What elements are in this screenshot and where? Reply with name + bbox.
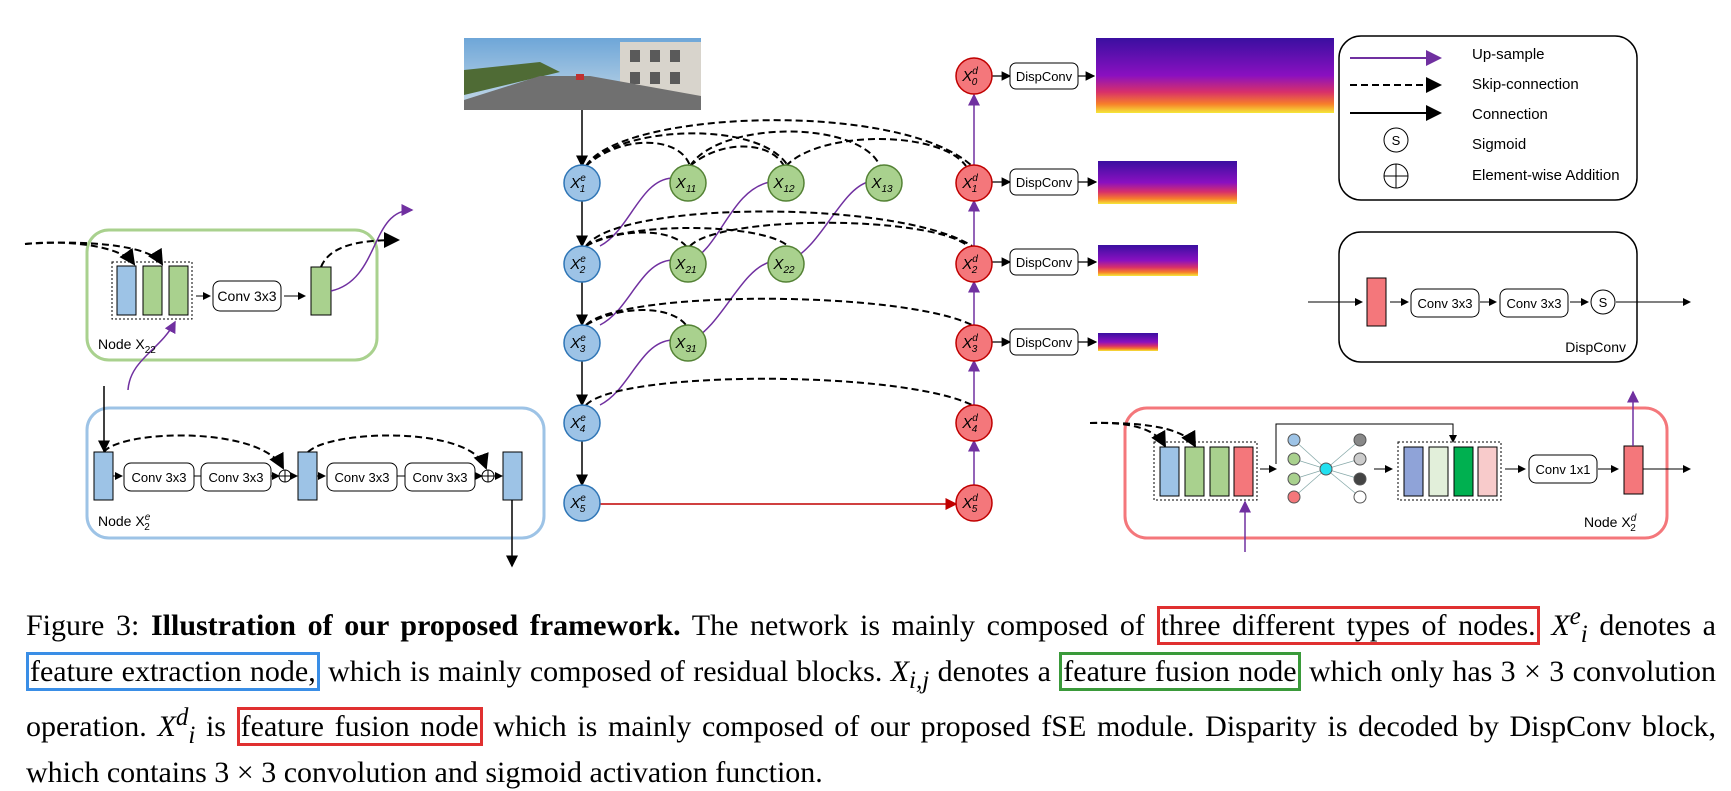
svg-text:Conv 3x3: Conv 3x3 <box>217 288 276 304</box>
fusion-node-31: X31 <box>674 335 696 355</box>
fusion-node-12: X12 <box>772 175 795 195</box>
svg-text:Conv 3x3: Conv 3x3 <box>413 470 468 485</box>
svg-text:DispConv: DispConv <box>1565 339 1626 355</box>
fusion-node-21: X21 <box>674 256 696 276</box>
svg-text:DispConv: DispConv <box>1016 69 1073 84</box>
legend-connection: Connection <box>1472 106 1548 123</box>
fusion-node-22: X22 <box>772 256 795 276</box>
caption-title: Illustration of our proposed framework. <box>150 609 681 642</box>
fusion-nodes: X11 X12 X13 X21 X22 X31 <box>669 164 903 362</box>
svg-text:Conv 3x3: Conv 3x3 <box>1418 296 1473 311</box>
encoder-node-panel: Conv 3x3 Conv 3x3 Conv 3x3 Conv 3x3 Node… <box>85 386 546 568</box>
symbol-xe: Xei <box>1551 603 1588 648</box>
highlight-three-types: three different types of nodes. <box>1156 606 1540 645</box>
svg-text:Node X22: Node X22 <box>98 336 156 356</box>
svg-text:DispConv: DispConv <box>1016 255 1073 270</box>
svg-text:Conv 3x3: Conv 3x3 <box>1507 296 1562 311</box>
legend-skip: Skip-connection <box>1472 76 1579 93</box>
caption-figure-number: Figure 3: <box>26 609 140 642</box>
highlight-feature-extraction: feature extraction node, <box>26 652 320 691</box>
legend-sigmoid: Sigmoid <box>1472 136 1526 153</box>
highlight-feature-fusion-1: feature fusion node <box>1059 652 1301 691</box>
svg-text:DispConv: DispConv <box>1016 175 1073 190</box>
fusion-node-13: X13 <box>870 175 893 195</box>
input-image <box>464 38 701 110</box>
symbol-xd: Xdi <box>157 704 196 749</box>
svg-text:S: S <box>1392 133 1401 148</box>
legend-addition: Element-wise Addition <box>1472 167 1620 184</box>
fusion-node-11: X11 <box>675 175 696 195</box>
svg-text:Node Xe2: Node Xe2 <box>98 512 151 533</box>
figure-caption: Figure 3: Illustration of our proposed f… <box>26 603 1717 789</box>
svg-text:Conv 3x3: Conv 3x3 <box>209 470 264 485</box>
symbol-xij: Xi,j <box>890 655 930 694</box>
svg-text:DispConv: DispConv <box>1016 335 1073 350</box>
disparity-maps <box>1096 38 1334 351</box>
legend: S Up-sample Skip-connection Connection S… <box>1338 35 1638 201</box>
dispconv-panel: Conv 3x3 Conv 3x3 S DispConv <box>1308 231 1691 363</box>
svg-text:S: S <box>1599 295 1608 310</box>
svg-text:Node Xd2: Node Xd2 <box>1584 513 1637 534</box>
svg-text:Conv 3x3: Conv 3x3 <box>335 470 390 485</box>
framework-diagram: Xe1 Xe2 Xe3 Xe4 Xe5 X11 X12 X13 X21 X22 … <box>24 35 1691 568</box>
svg-text:Conv 3x3: Conv 3x3 <box>132 470 187 485</box>
highlight-feature-fusion-2: feature fusion node <box>236 707 483 746</box>
legend-upsample: Up-sample <box>1472 46 1545 63</box>
dispconv-boxes: DispConv DispConv DispConv DispConv <box>1009 62 1079 356</box>
fusion-node-panel: Conv 3x3 Node X22 <box>24 204 414 391</box>
svg-text:Conv 1x1: Conv 1x1 <box>1536 462 1591 477</box>
